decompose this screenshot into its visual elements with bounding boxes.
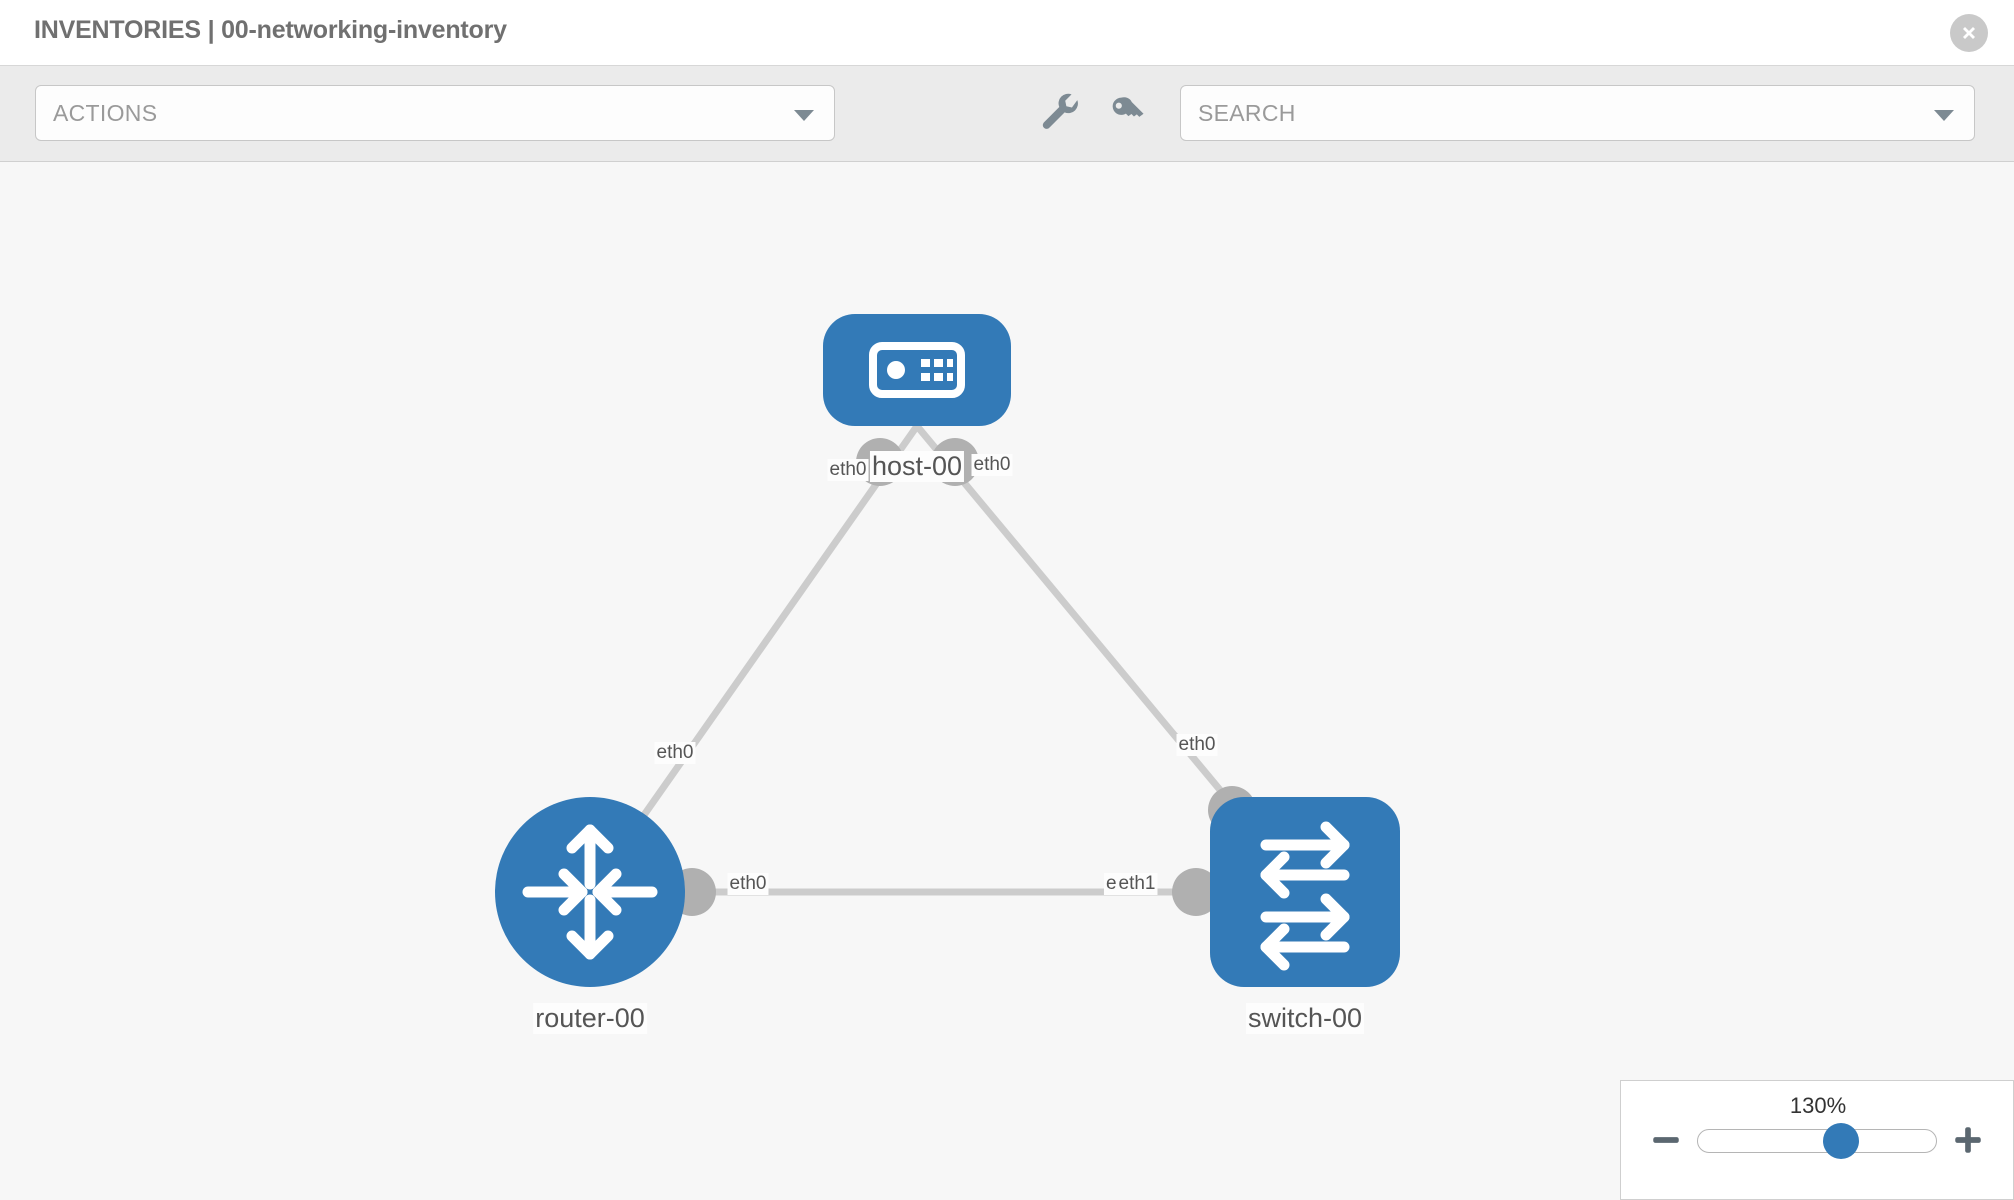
wrench-icon[interactable] bbox=[1038, 90, 1084, 136]
chevron-down-icon bbox=[794, 110, 814, 121]
key-icon[interactable] bbox=[1105, 90, 1151, 136]
close-button[interactable] bbox=[1950, 14, 1988, 52]
zoom-in-button[interactable] bbox=[1951, 1123, 1985, 1157]
node-switch-00 bbox=[1210, 797, 1400, 987]
search-input[interactable]: SEARCH bbox=[1180, 85, 1975, 141]
chevron-down-icon[interactable] bbox=[1934, 110, 1954, 121]
iface-label: eth0 bbox=[727, 873, 769, 895]
search-placeholder: SEARCH bbox=[1198, 100, 1296, 126]
node-host-00 bbox=[823, 314, 1011, 426]
zoom-out-button[interactable] bbox=[1649, 1123, 1683, 1157]
node-label-switch-00: switch-00 bbox=[1245, 1003, 1365, 1034]
zoom-slider-thumb[interactable] bbox=[1823, 1123, 1860, 1159]
router-icon bbox=[522, 824, 658, 960]
iface-label: eth0 bbox=[971, 454, 1013, 476]
switch-icon bbox=[1260, 821, 1350, 971]
iface-label: eth0 bbox=[654, 742, 696, 764]
iface-label: eth0 bbox=[1176, 734, 1218, 756]
connector-switch00-left bbox=[1172, 868, 1220, 916]
topology-connectors bbox=[668, 438, 1256, 916]
plus-icon bbox=[1955, 1127, 1981, 1153]
server-icon bbox=[869, 342, 965, 398]
page-title: INVENTORIES | 00-networking-inventory bbox=[34, 16, 507, 44]
zoom-control-panel: 130% bbox=[1620, 1080, 2014, 1200]
toolbar: ACTIONS SEARCH bbox=[0, 66, 2014, 162]
node-label-host-00: host-00 bbox=[869, 451, 965, 482]
actions-dropdown[interactable]: ACTIONS bbox=[35, 85, 835, 141]
page-header: INVENTORIES | 00-networking-inventory bbox=[0, 0, 2014, 66]
topology-links bbox=[587, 423, 1308, 896]
topology-graph bbox=[495, 314, 1400, 987]
node-router-00 bbox=[495, 797, 685, 987]
actions-dropdown-label: ACTIONS bbox=[53, 100, 158, 126]
zoom-slider-track[interactable] bbox=[1697, 1129, 1937, 1153]
zoom-level-value: 130% bbox=[1789, 1093, 1847, 1118]
minus-icon bbox=[1653, 1137, 1679, 1143]
iface-label: eth0 bbox=[827, 459, 869, 481]
node-label-router-00: router-00 bbox=[533, 1003, 647, 1034]
topology-canvas[interactable]: eth0 eth0 eth0 eth0 eth0 etl eth1 host-0… bbox=[0, 162, 2014, 1200]
iface-label: eth1 bbox=[1116, 873, 1158, 895]
